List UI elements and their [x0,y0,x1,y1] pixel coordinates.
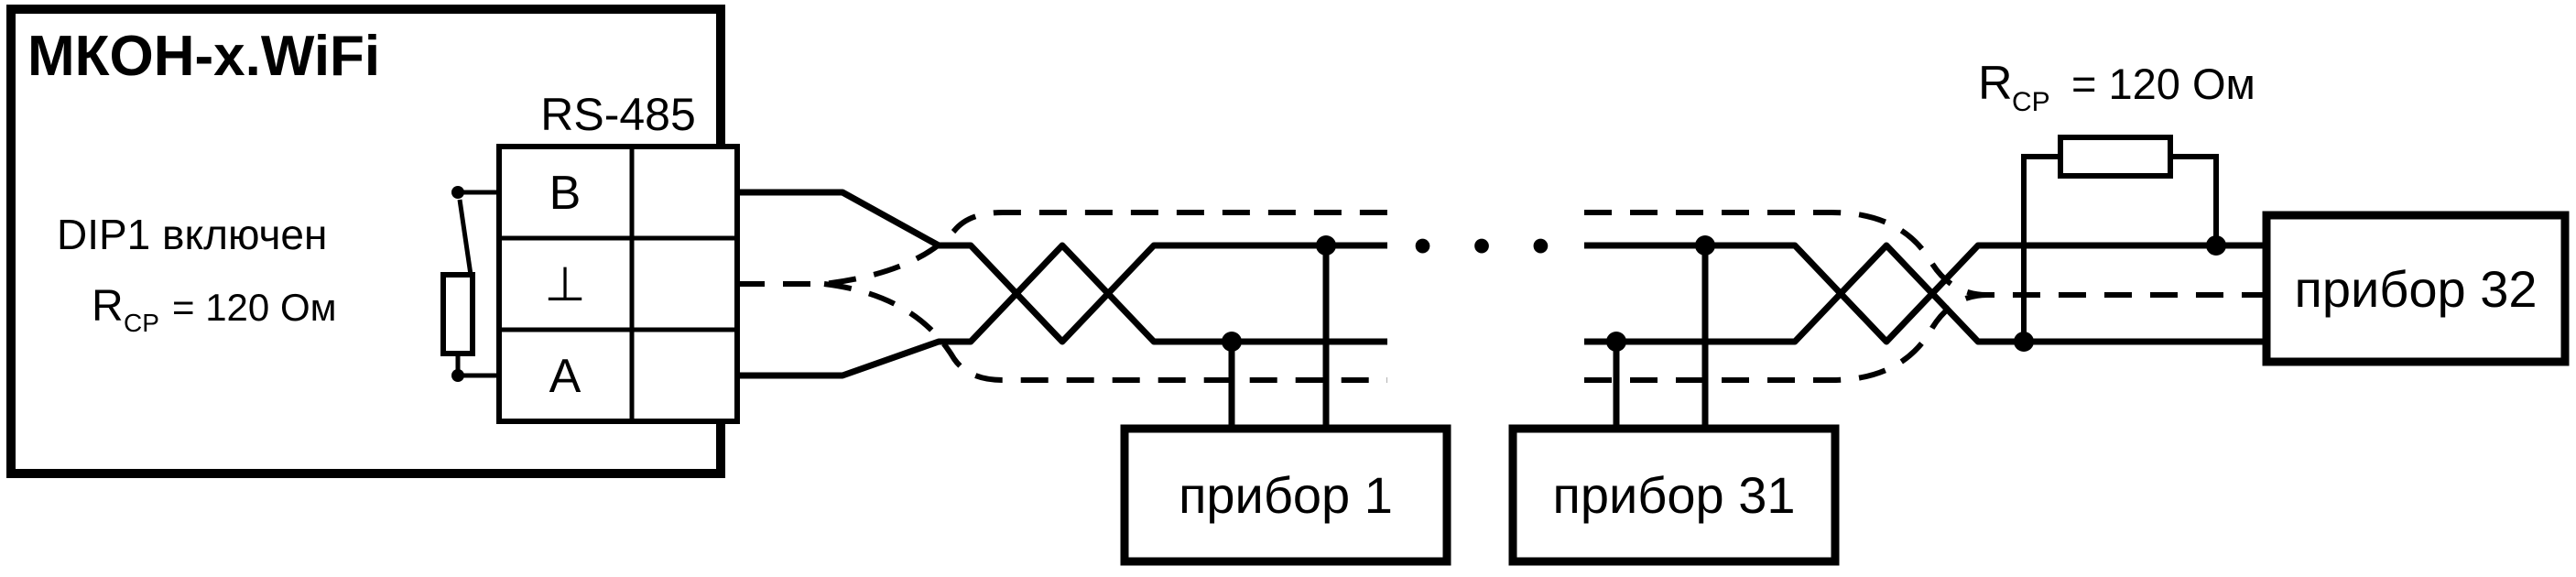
mkon-device-title: МКОН-x.WiFi [27,25,380,88]
rs485-port-label: RS-485 [540,89,696,140]
termination-resistor-label-base: R [1978,57,2013,110]
device-box-pribor-31 [1508,424,1840,566]
junction-dot [2206,235,2226,256]
junction-dot [1316,235,1336,256]
internal-resistor-label-sub: СР [124,309,159,337]
junction-dot [1606,332,1626,352]
junction-dot [1695,235,1715,256]
shield-wire-left-bottom [823,281,1387,383]
termination-resistor-label-value: = 120 Ом [2071,60,2255,108]
termination-resistor-right [2058,135,2173,179]
device-label-pribor-31: прибор 31 [1553,466,1796,524]
dip-switch-contact-top [451,186,464,199]
bus-continuation-dots: • • • [1413,216,1562,276]
shield-wire-right-bottom [1584,292,1988,383]
terminal-label-b: B [549,167,582,220]
dip-switch-lever [457,199,473,276]
terminal-label-ground: ⊥ [544,258,585,311]
terminal-label-a: A [549,350,582,403]
dip-switch-label: DIP1 включен [57,211,327,258]
junction-dot [2014,332,2034,352]
shield-wire-right-top [1584,210,2266,298]
device-box-pribor-1 [1120,424,1451,566]
terminal-block [496,144,740,424]
device-label-pribor-32: прибор 32 [2295,260,2538,318]
device-label-pribor-1: прибор 1 [1179,466,1393,524]
internal-termination-resistor [440,272,475,356]
termination-resistor-leads [2021,154,2219,342]
device-box-pribor-32 [2262,211,2570,366]
termination-resistor-label-sub: СР [2012,87,2050,117]
bus-wire-b [737,189,2266,345]
internal-resistor-label-value: = 120 Ом [172,286,336,329]
junction-dot [1222,332,1242,352]
bus-wire-a [737,242,2266,379]
internal-resistor-label-base: R [92,282,124,331]
